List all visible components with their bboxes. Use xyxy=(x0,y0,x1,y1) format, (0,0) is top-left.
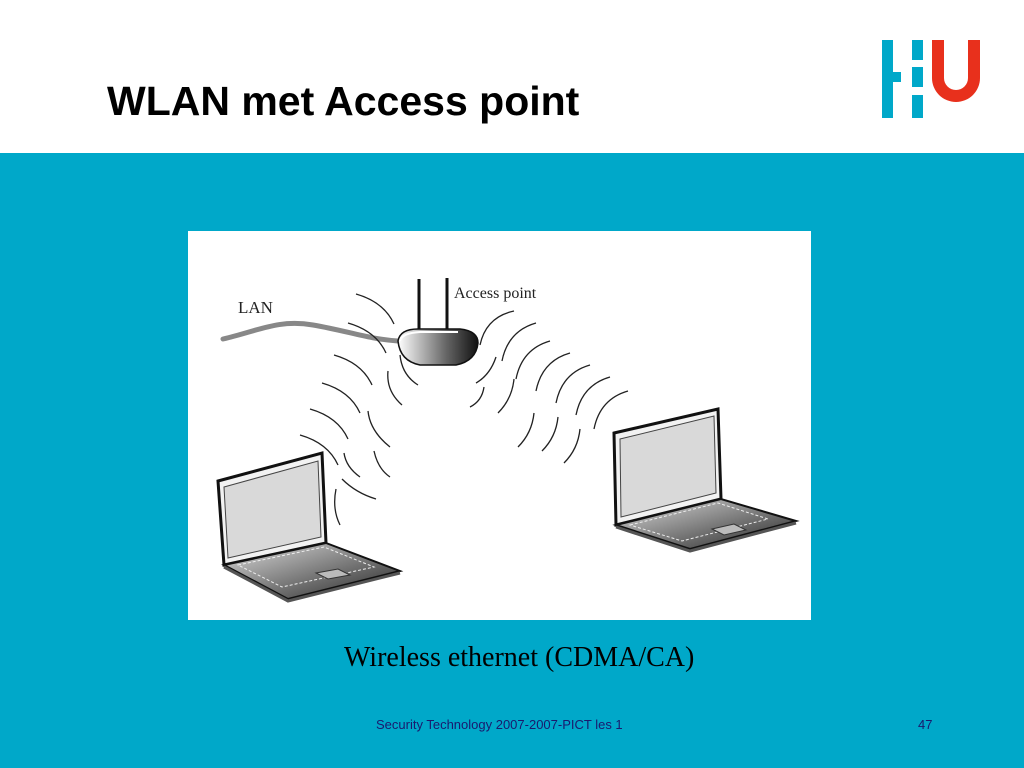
hu-logo-icon xyxy=(882,40,980,118)
wireless-wave-icon xyxy=(299,293,419,526)
page-title: WLAN met Access point xyxy=(107,78,580,124)
page-number: 47 xyxy=(918,717,933,732)
laptop-icon xyxy=(612,407,800,553)
wlan-diagram-svg: LAN Access point xyxy=(216,278,800,603)
lan-label: LAN xyxy=(238,298,273,317)
lan-cable-icon xyxy=(220,320,401,344)
wireless-wave-icon xyxy=(469,310,629,464)
laptop-icon xyxy=(216,451,404,603)
access-point-icon xyxy=(397,278,479,366)
slide-header: WLAN met Access point xyxy=(0,0,1024,153)
wlan-diagram: LAN Access point xyxy=(188,231,811,620)
slide-footer: Security Technology 2007-2007-PICT les 1 xyxy=(376,717,623,732)
access-point-label: Access point xyxy=(454,285,537,302)
diagram-caption: Wireless ethernet (CDMA/CA) xyxy=(344,642,695,673)
